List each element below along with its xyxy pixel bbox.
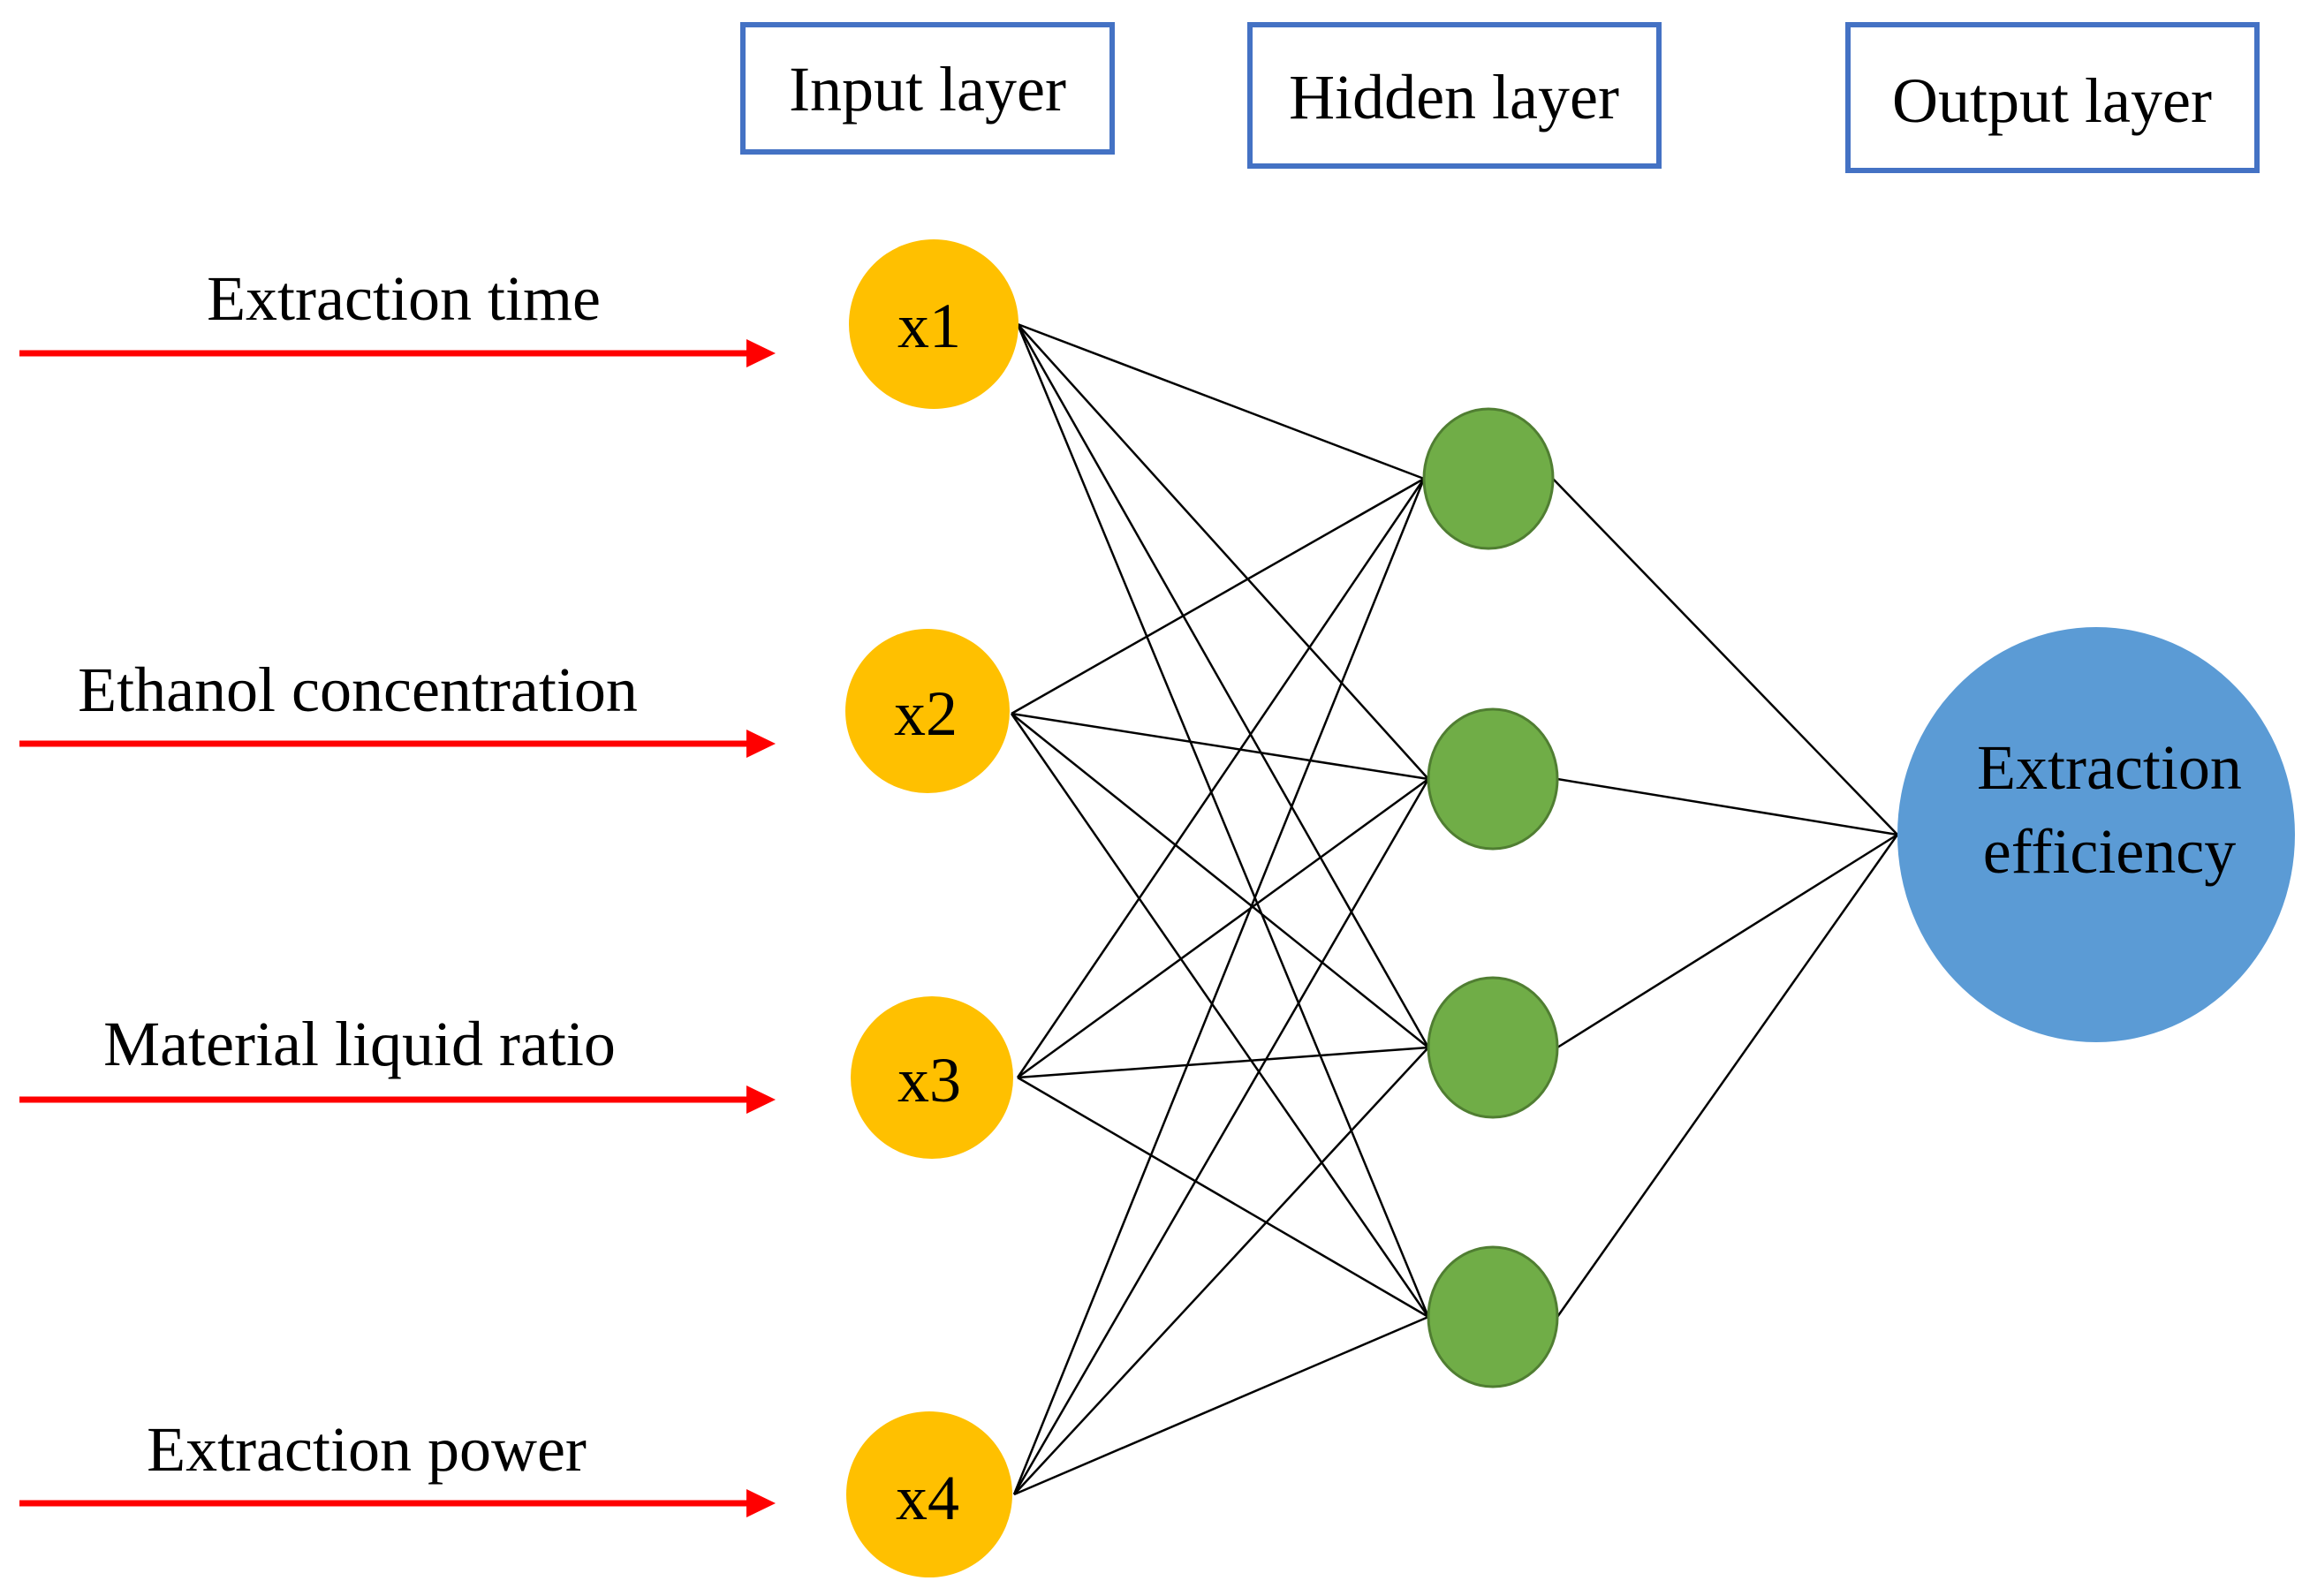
input-arrow-1 [19, 339, 776, 367]
input-node-x4: x4 [846, 1411, 1012, 1577]
connection-x4-h4 [1013, 1315, 1429, 1496]
feature-label-1: Extraction time [207, 263, 601, 334]
hidden-layer-title: Hidden layer [1289, 62, 1619, 132]
hidden-node-2 [1427, 707, 1559, 851]
output-label-line2: efficiency [1983, 816, 2237, 887]
output-layer-title: Output layer [1892, 65, 2212, 136]
connection-h1-out [1552, 478, 1898, 836]
input-arrow-2 [19, 730, 776, 758]
output-node: Extraction efficiency [1897, 627, 2295, 1042]
connection-x2-h4 [1010, 713, 1430, 1318]
hidden-to-output-connections [1552, 478, 1899, 1318]
input-node-x2-label: x2 [894, 678, 958, 749]
connection-h3-out [1556, 833, 1898, 1049]
input-node-x3: x3 [851, 996, 1013, 1159]
connection-x3-h3 [1017, 1046, 1429, 1079]
output-label-line1: Extraction [1977, 732, 2242, 803]
input-layer-title: Input layer [789, 54, 1066, 125]
connection-x1-h2 [1017, 323, 1429, 780]
input-to-hidden-connections [1010, 322, 1430, 1496]
connection-x4-h3 [1013, 1047, 1429, 1495]
output-layer-header: Output layer [1845, 22, 2260, 173]
hidden-node-4 [1427, 1245, 1559, 1388]
input-node-x1-label: x1 [897, 291, 961, 361]
connection-x1-h4 [1016, 323, 1430, 1318]
hidden-node-3 [1427, 976, 1559, 1119]
connection-x3-h4 [1017, 1076, 1429, 1319]
connection-x2-h1 [1011, 477, 1425, 715]
input-node-x3-label: x3 [897, 1045, 961, 1116]
connection-h4-out [1556, 834, 1899, 1318]
hidden-layer-header: Hidden layer [1247, 22, 1662, 169]
connection-x3-h2 [1017, 777, 1429, 1079]
input-node-x4-label: x4 [896, 1463, 959, 1533]
feature-label-2: Ethanol concentration [78, 654, 638, 725]
input-arrow-3 [19, 1085, 776, 1114]
hidden-node-1 [1422, 407, 1555, 550]
feature-label-4: Extraction power [147, 1414, 587, 1485]
input-node-x1: x1 [849, 239, 1018, 409]
connection-x2-h3 [1011, 713, 1429, 1048]
input-arrow-4 [19, 1489, 776, 1517]
connection-x3-h1 [1016, 478, 1426, 1078]
input-node-x2: x2 [845, 629, 1010, 793]
connection-x1-h1 [1017, 322, 1425, 480]
connection-h2-out [1556, 777, 1898, 836]
connection-x2-h2 [1011, 712, 1429, 781]
input-layer-header: Input layer [740, 22, 1115, 155]
connection-x4-h2 [1012, 778, 1430, 1495]
connection-x4-h1 [1012, 478, 1426, 1495]
feature-label-3: Material liquid ratio [103, 1009, 616, 1079]
connection-x1-h3 [1016, 323, 1430, 1048]
